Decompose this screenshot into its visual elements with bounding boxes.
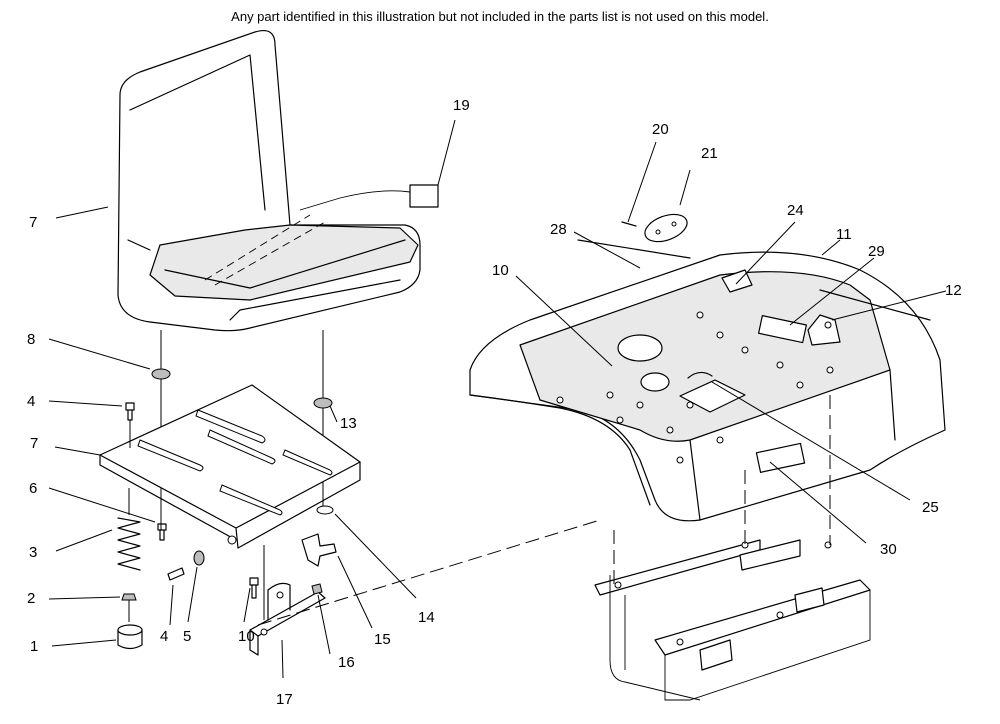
callout-4-bottom: 4 xyxy=(160,628,168,645)
callout-13: 13 xyxy=(340,415,357,432)
callout-30: 30 xyxy=(880,541,897,558)
callout-1: 1 xyxy=(30,638,38,655)
callout-14: 14 xyxy=(418,609,435,626)
callout-8: 8 xyxy=(27,331,35,348)
callout-9: 7 xyxy=(29,214,37,231)
seat-plate xyxy=(99,384,361,549)
diagram-note: Any part identified in this illustration… xyxy=(231,9,769,24)
callout-10-bottom: 10 xyxy=(238,628,255,645)
callout-21: 21 xyxy=(701,145,718,162)
callout-7: 7 xyxy=(30,435,38,452)
callout-29: 29 xyxy=(868,243,885,260)
washer-13 xyxy=(313,397,333,409)
callout-16: 16 xyxy=(338,654,355,671)
frame xyxy=(594,539,871,701)
spring-3 xyxy=(117,488,141,571)
callout-20: 20 xyxy=(652,121,669,138)
fender xyxy=(469,251,946,522)
callout-labels: 7 8 4 7 6 3 2 1 4 5 10 13 14 15 16 17 19… xyxy=(27,97,962,708)
bumper-1 xyxy=(117,624,143,650)
callout-2: 2 xyxy=(27,590,35,607)
callout-4-top: 4 xyxy=(27,393,35,410)
callout-25: 25 xyxy=(922,499,939,516)
callout-5: 5 xyxy=(183,628,191,645)
callout-24: 24 xyxy=(787,202,804,219)
callout-17: 17 xyxy=(276,691,293,708)
bracket-17 xyxy=(249,582,326,656)
callout-11: 11 xyxy=(836,226,852,243)
washer-8 xyxy=(151,368,171,380)
callout-19: 19 xyxy=(453,97,470,114)
callout-12: 12 xyxy=(945,282,962,299)
callout-10-top: 10 xyxy=(492,262,509,279)
seat xyxy=(117,29,439,332)
callout-15: 15 xyxy=(374,631,391,648)
callout-6: 6 xyxy=(29,480,37,497)
leader-lines xyxy=(48,119,947,679)
callout-3: 3 xyxy=(29,544,37,561)
callout-28: 28 xyxy=(550,221,567,238)
